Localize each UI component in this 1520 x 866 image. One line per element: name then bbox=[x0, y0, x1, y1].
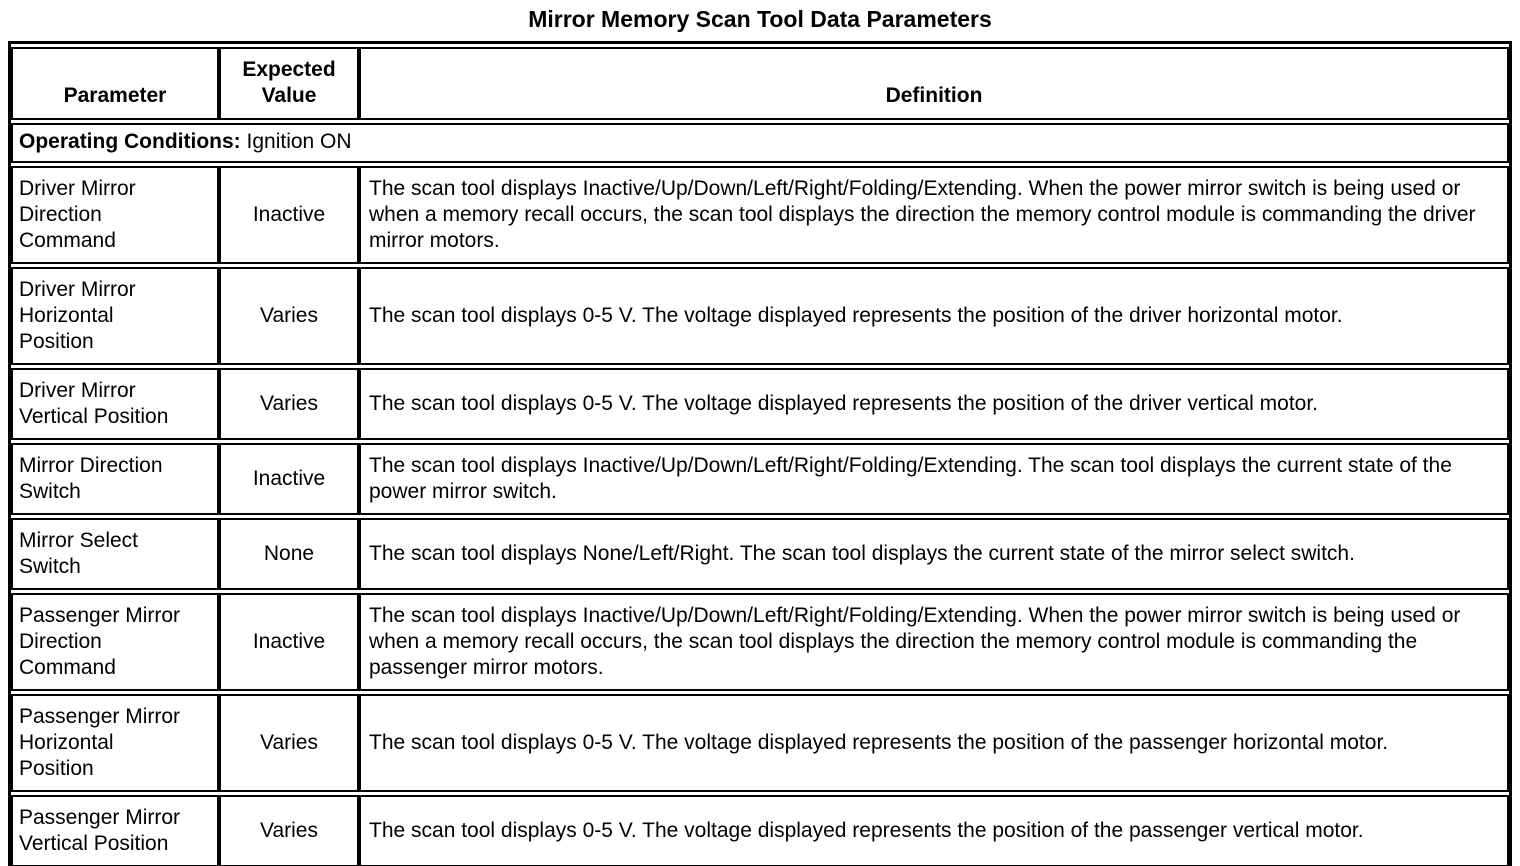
operating-conditions-value: Ignition ON bbox=[246, 130, 352, 153]
parameter-cell: Passenger Mirror Horizontal Position bbox=[11, 694, 219, 792]
operating-conditions-label: Operating Conditions: bbox=[19, 130, 241, 153]
expected-value-cell: Inactive bbox=[219, 166, 359, 264]
column-header-expected-value: Expected Value bbox=[219, 47, 359, 120]
expected-value-cell: Varies bbox=[219, 694, 359, 792]
page-title: Mirror Memory Scan Tool Data Parameters bbox=[528, 6, 992, 32]
table-row: Passenger Mirror Vertical Position Varie… bbox=[11, 795, 1509, 866]
column-header-definition: Definition bbox=[359, 47, 1509, 120]
parameter-cell: Mirror Direction Switch bbox=[11, 443, 219, 515]
column-header-expected-value-label: Expected Value bbox=[242, 58, 336, 107]
table-row: Driver Mirror Vertical Position Varies T… bbox=[11, 368, 1509, 440]
header-row: Parameter Expected Value Definition bbox=[11, 47, 1509, 120]
table-body: Operating Conditions: Ignition ON Driver… bbox=[11, 123, 1509, 866]
definition-cell: The scan tool displays Inactive/Up/Down/… bbox=[359, 593, 1509, 691]
definition-cell: The scan tool displays 0-5 V. The voltag… bbox=[359, 795, 1509, 866]
parameter-cell: Driver Mirror Horizontal Position bbox=[11, 267, 219, 365]
expected-value-cell: Varies bbox=[219, 368, 359, 440]
expected-value-cell: Inactive bbox=[219, 443, 359, 515]
table-row: Mirror Select Switch None The scan tool … bbox=[11, 518, 1509, 590]
expected-value-cell: Varies bbox=[219, 795, 359, 866]
operating-conditions-cell: Operating Conditions: Ignition ON bbox=[11, 123, 1509, 163]
table-row: Passenger Mirror Direction Command Inact… bbox=[11, 593, 1509, 691]
parameter-cell: Driver Mirror Vertical Position bbox=[11, 368, 219, 440]
expected-value-cell: Varies bbox=[219, 267, 359, 365]
table-row: Passenger Mirror Horizontal Position Var… bbox=[11, 694, 1509, 792]
parameter-cell: Driver Mirror Direction Command bbox=[11, 166, 219, 264]
expected-value-cell: Inactive bbox=[219, 593, 359, 691]
parameters-table: Parameter Expected Value Definition Oper… bbox=[8, 41, 1512, 866]
table-row: Driver Mirror Direction Command Inactive… bbox=[11, 166, 1509, 264]
definition-cell: The scan tool displays None/Left/Right. … bbox=[359, 518, 1509, 590]
definition-cell: The scan tool displays Inactive/Up/Down/… bbox=[359, 166, 1509, 264]
parameter-cell: Passenger Mirror Direction Command bbox=[11, 593, 219, 691]
definition-cell: The scan tool displays 0-5 V. The voltag… bbox=[359, 267, 1509, 365]
table-row: Driver Mirror Horizontal Position Varies… bbox=[11, 267, 1509, 365]
definition-cell: The scan tool displays Inactive/Up/Down/… bbox=[359, 443, 1509, 515]
definition-cell: The scan tool displays 0-5 V. The voltag… bbox=[359, 368, 1509, 440]
table-row: Mirror Direction Switch Inactive The sca… bbox=[11, 443, 1509, 515]
expected-value-cell: None bbox=[219, 518, 359, 590]
definition-cell: The scan tool displays 0-5 V. The voltag… bbox=[359, 694, 1509, 792]
parameter-cell: Passenger Mirror Vertical Position bbox=[11, 795, 219, 866]
operating-conditions-row: Operating Conditions: Ignition ON bbox=[11, 123, 1509, 163]
parameter-cell: Mirror Select Switch bbox=[11, 518, 219, 590]
column-header-parameter: Parameter bbox=[11, 47, 219, 120]
